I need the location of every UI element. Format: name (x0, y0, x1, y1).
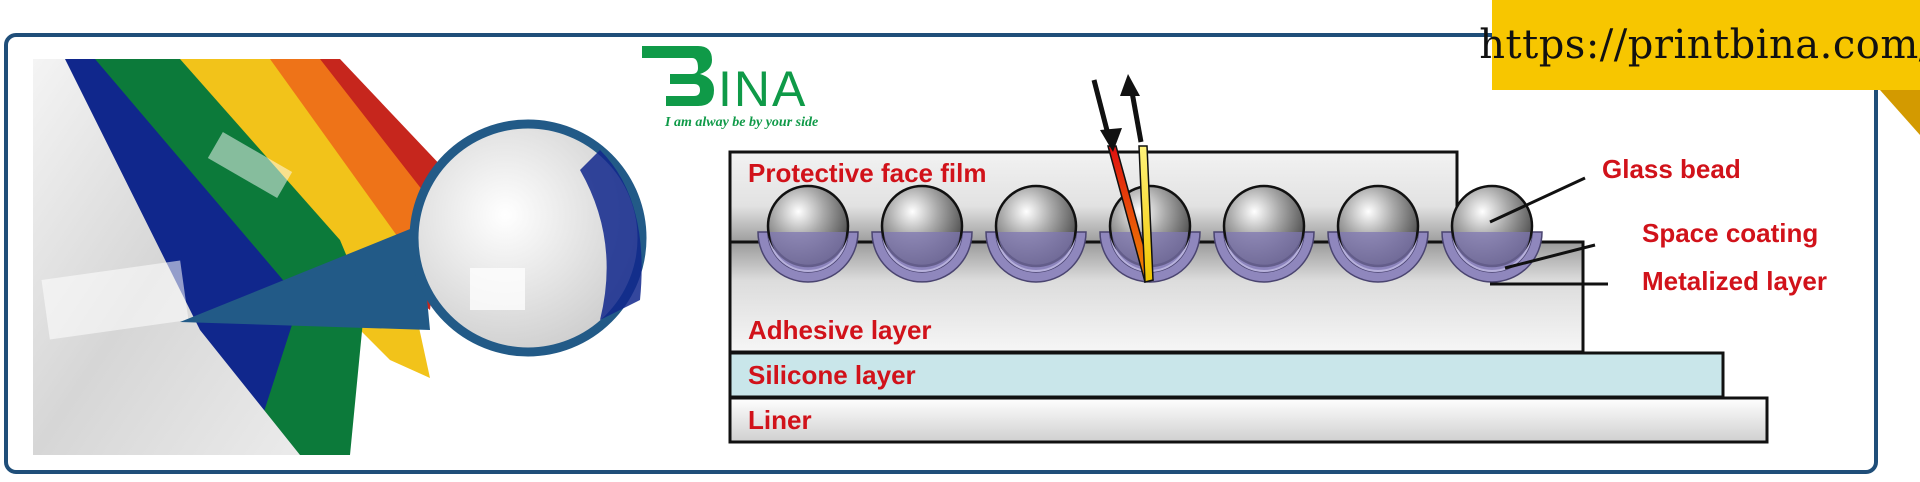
label-space-coating: Space coating (1642, 218, 1818, 248)
ray-reflected-head (1120, 74, 1140, 96)
layer-diagram: Protective face film Adhesive layer Sili… (728, 74, 1827, 444)
bead-embedded-half (1454, 232, 1530, 270)
magnifier-gloss (470, 268, 525, 310)
content-frame (4, 33, 1878, 474)
label-glass-bead: Glass bead (1602, 154, 1741, 184)
magnifier-blue-edge (580, 150, 642, 320)
sheets-illustration (33, 59, 647, 455)
url-banner[interactable]: https://printbina.com/ (1479, 0, 1920, 90)
bina-logo: INA I am alway be by your side (642, 46, 818, 130)
callout-line-space-coating (1504, 243, 1596, 270)
bead-embedded-half (884, 232, 960, 270)
sheet-gloss (41, 260, 189, 340)
bead-embedded-half (1340, 232, 1416, 270)
glass-bead-row (757, 184, 1543, 283)
website-url[interactable]: https://printbina.com/ (1479, 22, 1920, 68)
label-adhesive-layer: Adhesive layer (748, 315, 932, 345)
logo-b-mark (642, 46, 714, 106)
bead-embedded-half (770, 232, 846, 270)
label-metalized-layer: Metalized layer (1642, 266, 1827, 296)
label-liner: Liner (748, 405, 812, 435)
layer-liner (728, 396, 1769, 444)
label-protective-face-film: Protective face film (748, 158, 986, 188)
label-silicone-layer: Silicone layer (748, 360, 916, 390)
bead-embedded-half (1226, 232, 1302, 270)
sheet-gloss-2 (207, 132, 293, 198)
banner-fold (1880, 90, 1920, 135)
magnifier-pointer (180, 225, 430, 330)
ray-reflected-arrow (1129, 91, 1144, 143)
sheet-white (33, 59, 300, 455)
logo-tagline: I am alway be by your side (664, 115, 818, 130)
callout-line-glass-bead (1489, 176, 1586, 224)
layer-silicone (728, 351, 1725, 399)
ray-incoming-head (1100, 128, 1122, 152)
ray-reflected (1138, 145, 1154, 283)
bead-embedded-half (998, 232, 1074, 270)
logo-wordmark: INA (718, 61, 807, 117)
